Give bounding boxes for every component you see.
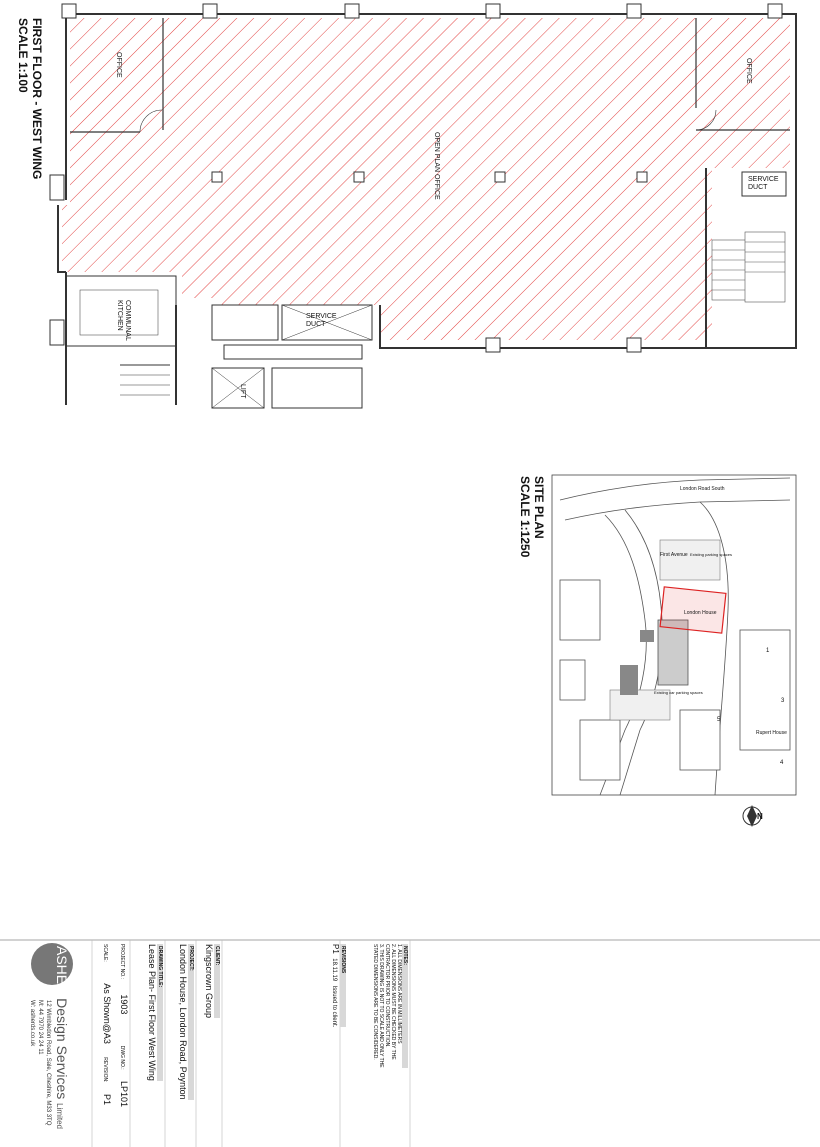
revision-heading: REVISION:: [102, 1057, 108, 1083]
lease-area-hatch: [62, 18, 790, 340]
service-duct-right-box: [741, 171, 787, 197]
address-line: 12 Wimbledon Road, Sale, Cheshire, M33 3…: [45, 1000, 51, 1126]
revision-row: P1 18.11.19 Issued to client.: [329, 944, 340, 1027]
phone-line: M: 44 7970 24 24 11: [37, 1000, 43, 1055]
stair-right: [711, 231, 786, 303]
lease-outline: [659, 586, 727, 634]
project-heading: PROJECT:: [188, 944, 194, 1100]
north-label: N: [757, 812, 763, 821]
site-plan-title-line1: SITE PLAN: [532, 476, 546, 539]
site-plan-scale: SCALE 1:1250: [518, 476, 532, 558]
project-no: 1903: [119, 994, 129, 1015]
buildings: [559, 579, 791, 781]
logo-asher: ASHER: [54, 946, 70, 995]
asher-logo: ASHER Design Services Limited: [51, 946, 70, 1129]
revision-value: P1: [102, 1093, 112, 1105]
label-num-1: 1: [766, 648, 770, 654]
label-num-4: 4: [780, 760, 784, 766]
kitchen-line2: KITCHEN: [116, 300, 123, 331]
title-block-frame: [0, 939, 820, 1147]
partitions: [70, 18, 790, 133]
north-arrow: [742, 805, 762, 827]
note-5: STATED DIMENSIONS ARE TO BE CONSIDERED.: [372, 944, 378, 1060]
notes-heading: NOTES:: [402, 944, 408, 1068]
drawing-title-block: DRAWING TITLE: Lease Plan- First Floor W…: [147, 944, 163, 1081]
floor-plan: [49, 3, 797, 409]
project-no-block: PROJECT NO.: 1903 DWG NO.: LP101 SCALE: …: [100, 944, 129, 1108]
floor-plan-scale: SCALE 1:100: [16, 18, 30, 93]
revision-desc: Issued to client.: [331, 985, 337, 1028]
drawing-title-heading: DRAWING TITLE:: [157, 944, 163, 1081]
revision-date: 18.11.19: [331, 958, 337, 982]
project-no-heading: PROJECT NO.:: [119, 944, 125, 979]
logo-design-services: Design Services: [54, 998, 70, 1100]
project-block: PROJECT: London House, London Road, Poyn…: [178, 944, 194, 1100]
logo-limited: Limited: [55, 1103, 64, 1129]
asher-logo-circle: [31, 943, 73, 985]
label-num-5: 5: [717, 717, 721, 723]
client-block: CLIENT: Kingscrown Group: [204, 944, 220, 1019]
core: [211, 304, 373, 409]
room-office-left: OFFICE: [115, 52, 122, 78]
revision-code: P1: [331, 944, 340, 954]
room-open-plan: OPEN PLAN OFFICE: [433, 132, 440, 200]
room-kitchen: COMMUNAL KITCHEN: [115, 300, 131, 341]
label-num-3: 3: [781, 698, 785, 704]
room-office-right: OFFICE: [745, 58, 752, 84]
kitchen-area: [65, 275, 177, 396]
room-lift: LIFT: [239, 384, 246, 399]
project-name: London House, London Road, Poynton: [178, 944, 188, 1100]
room-service-duct-right: SERVICE DUCT: [748, 176, 779, 192]
label-london-road-south: London Road South: [680, 486, 725, 492]
columns: [211, 171, 648, 183]
revisions-block: REVISIONS P1 18.11.19 Issued to client.: [329, 944, 346, 1028]
label-rupert-house: Rupert House: [756, 730, 787, 736]
label-existing-parking-2: Existing car parking spaces: [654, 690, 703, 695]
service-duct-mid-line2: DUCT: [306, 321, 326, 328]
kitchen-line1: COMMUNAL: [124, 300, 131, 341]
dwg-no: LP101: [119, 1081, 129, 1108]
note-2: 2. ALL DIMENSIONS MUST BE CHECKED BY THE: [390, 944, 396, 1060]
note-1: 1. ALL DIMENSIONS ARE IN MILLIMETERS: [396, 944, 402, 1044]
client-heading: CLIENT:: [214, 944, 220, 1019]
dwg-no-heading: DWG NO.:: [119, 1045, 125, 1070]
room-service-duct-mid: SERVICE DUCT: [306, 313, 337, 329]
grey-extension: [620, 630, 654, 695]
service-duct-right-line2: DUCT: [748, 184, 768, 191]
label-first-avenue: First Avenue: [660, 552, 688, 558]
notes-block: NOTES: 1. ALL DIMENSIONS ARE IN MILLIMET…: [372, 944, 408, 1068]
site-plan-title: SITE PLAN SCALE 1:1250: [518, 476, 546, 557]
client-name: Kingscrown Group: [204, 944, 214, 1019]
label-london-house: London House: [684, 610, 717, 616]
floor-plan-title-line1: FIRST FLOOR - WEST WING: [30, 18, 44, 180]
parking-area: [659, 539, 721, 581]
site-plan: [551, 474, 797, 827]
service-duct-right-line1: SERVICE: [748, 176, 779, 183]
scale-heading: SCALE:: [102, 944, 108, 962]
scale-value: As Shown@A3: [102, 983, 112, 1044]
service-duct-mid-line1: SERVICE: [306, 313, 337, 320]
website-line: W: asherds.co.uk: [29, 1000, 35, 1047]
drawing-title: Lease Plan- First Floor West Wing: [147, 944, 157, 1081]
wall-piers: [49, 3, 783, 353]
label-existing-parking-1: Existing parking spaces: [690, 552, 733, 557]
floor-plan-title: FIRST FLOOR - WEST WING SCALE 1:100: [16, 18, 44, 179]
note-4: 3. THIS DRAWING IS NOT TO SCALE AND ONLY…: [378, 944, 384, 1068]
outer-walls: [57, 13, 797, 405]
london-house-building: [657, 619, 689, 686]
contact-block: 12 Wimbledon Road, Sale, Cheshire, M33 3…: [28, 1000, 52, 1125]
revisions-heading: REVISIONS: [340, 944, 346, 1028]
